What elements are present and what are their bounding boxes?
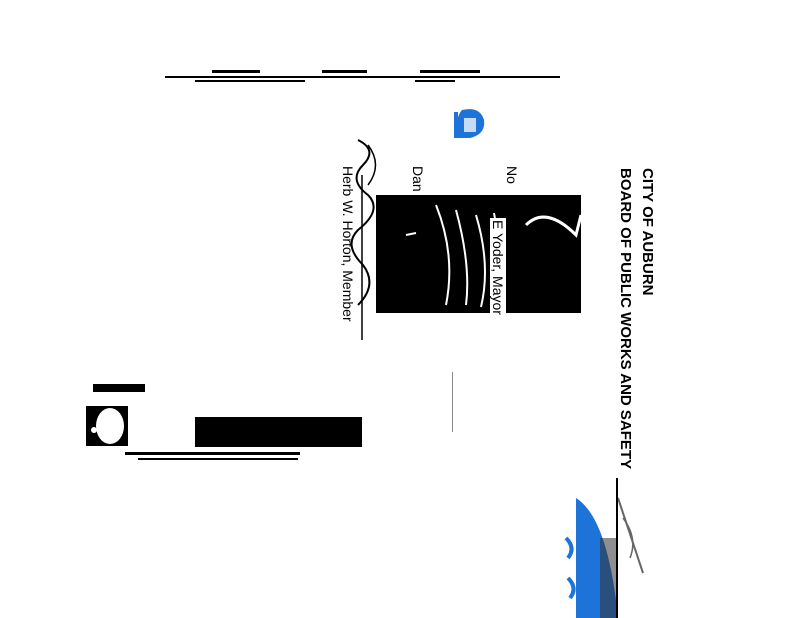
scan-mark [93,384,145,392]
text-fragment-no: No [504,166,520,184]
signature-name-mayor: E Yoder, Mayor [490,218,506,317]
scan-line [415,80,455,82]
scan-line [138,458,298,460]
scan-line [212,70,260,73]
signature-scribble-icon [350,139,377,340]
scan-line-vertical [452,372,453,432]
scan-line [165,76,560,78]
text-fragment-dan: Dan [410,166,426,192]
seal-fragment-icon [454,109,485,138]
scan-line [420,70,480,73]
signature-block-redacted [376,195,581,313]
signature-name-member: Herb W. Horton, Member [340,166,356,322]
handwritten-signature-icon [405,204,581,308]
document-header-board: BOARD OF PUBLIC WORKS AND SAFETY [617,168,634,470]
document-header-city: CITY OF AUBURN [639,168,656,296]
redacted-bar [195,417,362,447]
blue-seal-icon [564,478,644,618]
scan-line [125,452,300,455]
scan-line [322,70,367,73]
seal-fragment-dark-icon [86,406,128,446]
scan-line [195,80,305,82]
